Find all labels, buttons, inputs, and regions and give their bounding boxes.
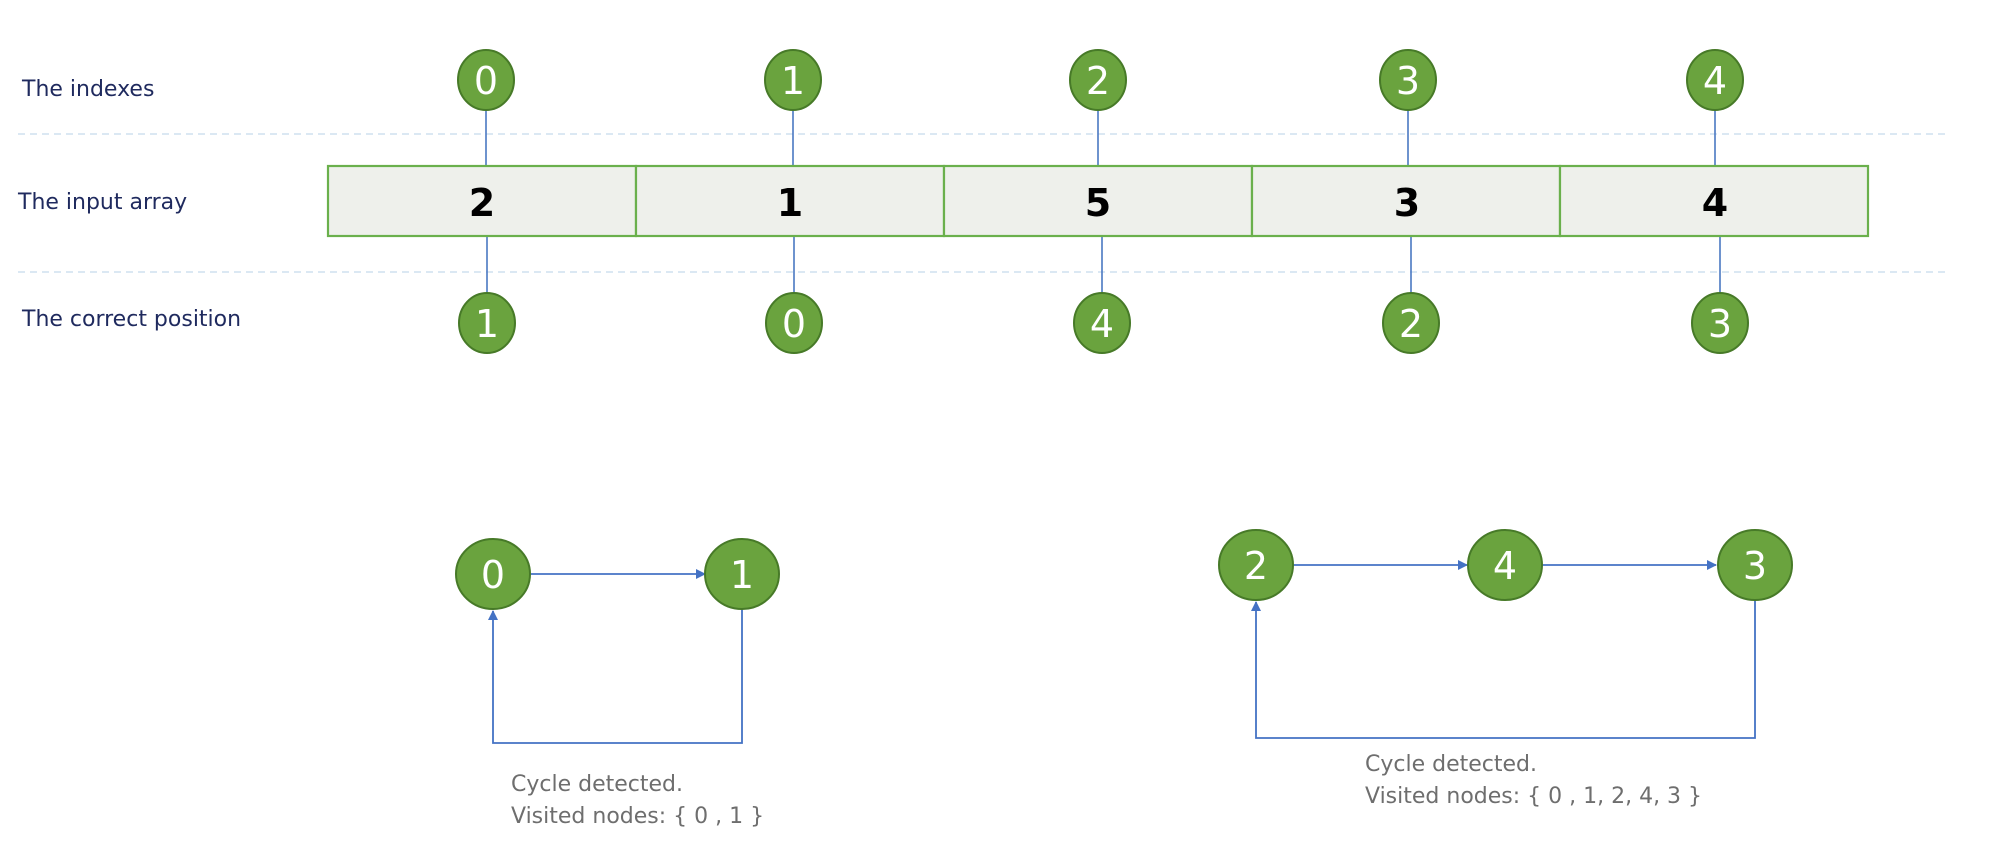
position-node-0: 1 (458, 292, 516, 354)
cycle-1-node-0: 0 (455, 538, 531, 610)
cycle-1-node-1-circle (704, 538, 780, 610)
index-node-0-circle (457, 49, 515, 111)
index-node-3: 3 (1379, 49, 1437, 111)
cycle-2-node-0: 2 (1218, 529, 1294, 601)
cycle-2-node-1-circle (1467, 529, 1543, 601)
correct-position-nodes: 1 0 4 2 3 (458, 292, 1749, 354)
position-node-0-circle (458, 292, 516, 354)
cycle-1-node-1-label: 1 (730, 553, 754, 597)
cycle-2-node-0-circle (1218, 529, 1294, 601)
cycle-2-node-2-label: 3 (1743, 544, 1767, 588)
position-node-3-circle (1382, 292, 1440, 354)
position-node-1: 0 (765, 292, 823, 354)
index-node-2-circle (1069, 49, 1127, 111)
index-nodes: 0 1 2 3 4 (457, 49, 1744, 111)
index-connectors (485, 108, 1716, 166)
array-cell-4 (1558, 164, 1870, 238)
index-node-1-label: 1 (781, 59, 805, 103)
index-node-2-label: 2 (1086, 59, 1110, 103)
position-node-3: 2 (1382, 292, 1440, 354)
index-node-3-label: 3 (1396, 59, 1420, 103)
cycle-2-return-path (1251, 600, 1756, 739)
cycle-1-node-0-circle (455, 538, 531, 610)
array-cell-1 (634, 164, 946, 238)
index-node-4-circle (1686, 49, 1744, 111)
cycle-1-node-0-label: 0 (481, 553, 505, 597)
cycle-1-caption-line2: Visited nodes: { 0 , 1 } (511, 804, 764, 829)
position-node-2-label: 4 (1090, 302, 1114, 346)
position-node-2-circle (1073, 292, 1131, 354)
correct-position-label: The correct position (21, 307, 241, 332)
cycle-2-node-0-label: 2 (1244, 544, 1268, 588)
index-node-3-circle (1379, 49, 1437, 111)
position-node-4: 3 (1691, 292, 1749, 354)
cycle-2-node-1-label: 4 (1493, 544, 1517, 588)
cycle-2-caption-line2: Visited nodes: { 0 , 1, 2, 4, 3 } (1365, 784, 1702, 809)
index-node-0-label: 0 (474, 59, 498, 103)
position-node-2: 4 (1073, 292, 1131, 354)
array-cell-value-0: 2 (469, 181, 495, 225)
array-cell-2 (942, 164, 1254, 238)
cycle-2-node-2: 3 (1717, 529, 1793, 601)
position-node-4-label: 3 (1708, 302, 1732, 346)
array-cell-value-2: 5 (1085, 181, 1111, 225)
index-node-4-label: 4 (1703, 59, 1727, 103)
position-node-1-label: 0 (782, 302, 806, 346)
position-node-0-label: 1 (475, 302, 499, 346)
index-node-2: 2 (1069, 49, 1127, 111)
index-node-1-circle (764, 49, 822, 111)
index-node-4: 4 (1686, 49, 1744, 111)
cycle-1-caption-line1: Cycle detected. (511, 772, 683, 797)
array-cell-0 (326, 164, 638, 238)
cycle-1-node-1: 1 (704, 538, 780, 610)
index-node-1: 1 (764, 49, 822, 111)
array-cell-value-4: 4 (1702, 181, 1728, 225)
cycle-2-caption-line1: Cycle detected. (1365, 752, 1537, 777)
input-array-label: The input array (17, 190, 187, 215)
position-node-1-circle (765, 292, 823, 354)
cycle-2: 2 4 3 Cycle detected. Visited nodes: { 0 ,… (1218, 529, 1793, 809)
cycle-2-node-1: 4 (1467, 529, 1543, 601)
array-cell-3 (1250, 164, 1562, 238)
array-cell-value-1: 1 (777, 181, 803, 225)
index-node-0: 0 (457, 49, 515, 111)
position-node-4-circle (1691, 292, 1749, 354)
cycle-1-return-path (488, 609, 743, 744)
array-cell-value-3: 3 (1394, 181, 1420, 225)
input-array: 2 1 5 3 4 (326, 164, 1870, 238)
cycle-2-node-2-circle (1717, 529, 1793, 601)
indexes-label: The indexes (21, 77, 154, 102)
position-connectors (486, 236, 1721, 295)
cycle-1: 0 1 Cycle detected. Visited nodes: { 0 , … (455, 538, 780, 829)
position-node-3-label: 2 (1399, 302, 1423, 346)
